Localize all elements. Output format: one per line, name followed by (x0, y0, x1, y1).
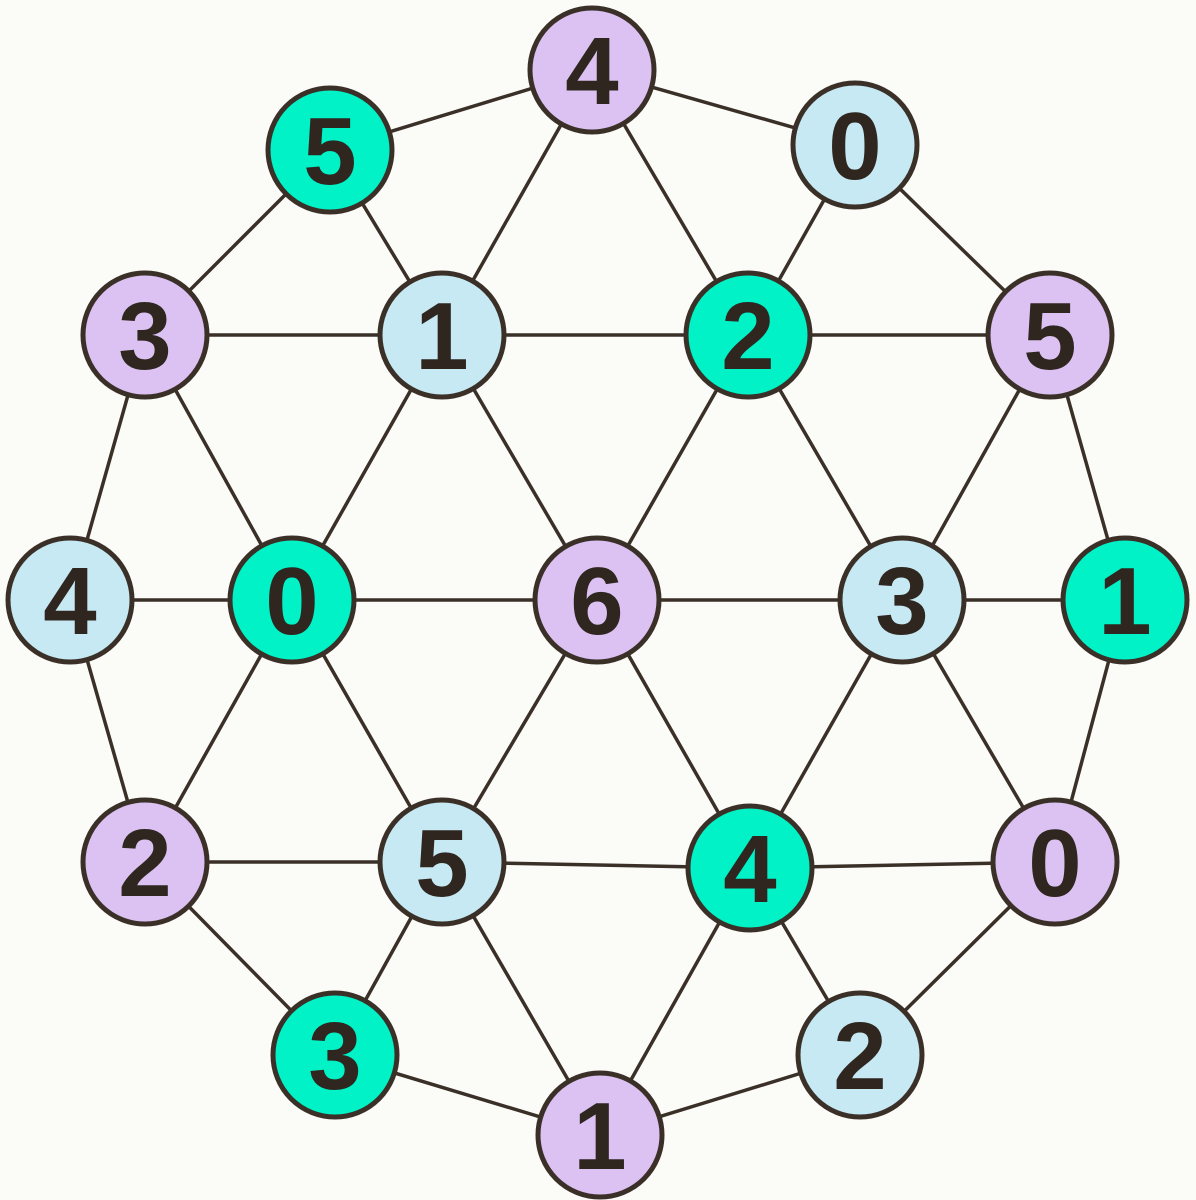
node-circle (377, 270, 507, 400)
node-label: 4 (43, 548, 96, 655)
node-circle (527, 5, 657, 135)
node-S: 2 (795, 990, 925, 1120)
node-I: 0 (227, 535, 357, 665)
node-label: 3 (875, 548, 928, 655)
node-label: 2 (118, 810, 171, 917)
node-C: 0 (790, 80, 920, 210)
node-label: 5 (303, 98, 356, 205)
node-label: 1 (573, 1083, 626, 1190)
node-label: 2 (721, 283, 774, 390)
node-Q: 3 (270, 990, 400, 1120)
node-label: 6 (570, 548, 623, 655)
node-circle (5, 535, 135, 665)
node-label: 2 (833, 1003, 886, 1110)
node-label: 4 (565, 18, 618, 125)
node-circle (377, 797, 507, 927)
node-circle (790, 80, 920, 210)
node-label: 5 (1023, 283, 1076, 390)
node-circle (80, 270, 210, 400)
node-label: 1 (1098, 548, 1151, 655)
node-circle (80, 797, 210, 927)
node-H: 4 (5, 535, 135, 665)
node-circle (535, 1070, 665, 1200)
node-M: 2 (80, 797, 210, 927)
node-D: 3 (80, 270, 210, 400)
node-label: 1 (415, 283, 468, 390)
node-K: 3 (837, 535, 967, 665)
node-label: 4 (723, 816, 776, 923)
node-label: 0 (265, 548, 318, 655)
node-label: 3 (118, 283, 171, 390)
node-A: 4 (527, 5, 657, 135)
node-P: 0 (990, 797, 1120, 927)
node-circle (990, 797, 1120, 927)
node-circle (227, 535, 357, 665)
node-circle (685, 803, 815, 933)
node-B: 5 (265, 85, 395, 215)
node-label: 0 (828, 93, 881, 200)
node-label: 5 (415, 810, 468, 917)
node-R: 1 (535, 1070, 665, 1200)
node-circle (683, 270, 813, 400)
node-J: 6 (532, 535, 662, 665)
node-circle (532, 535, 662, 665)
node-circle (837, 535, 967, 665)
node-circle (265, 85, 395, 215)
node-label: 0 (1028, 810, 1081, 917)
node-F: 2 (683, 270, 813, 400)
node-circle (1060, 535, 1190, 665)
node-circle (795, 990, 925, 1120)
node-E: 1 (377, 270, 507, 400)
node-circle (985, 270, 1115, 400)
node-G: 5 (985, 270, 1115, 400)
node-label: 3 (308, 1003, 361, 1110)
node-O: 4 (685, 803, 815, 933)
node-circle (270, 990, 400, 1120)
node-L: 1 (1060, 535, 1190, 665)
node-N: 5 (377, 797, 507, 927)
